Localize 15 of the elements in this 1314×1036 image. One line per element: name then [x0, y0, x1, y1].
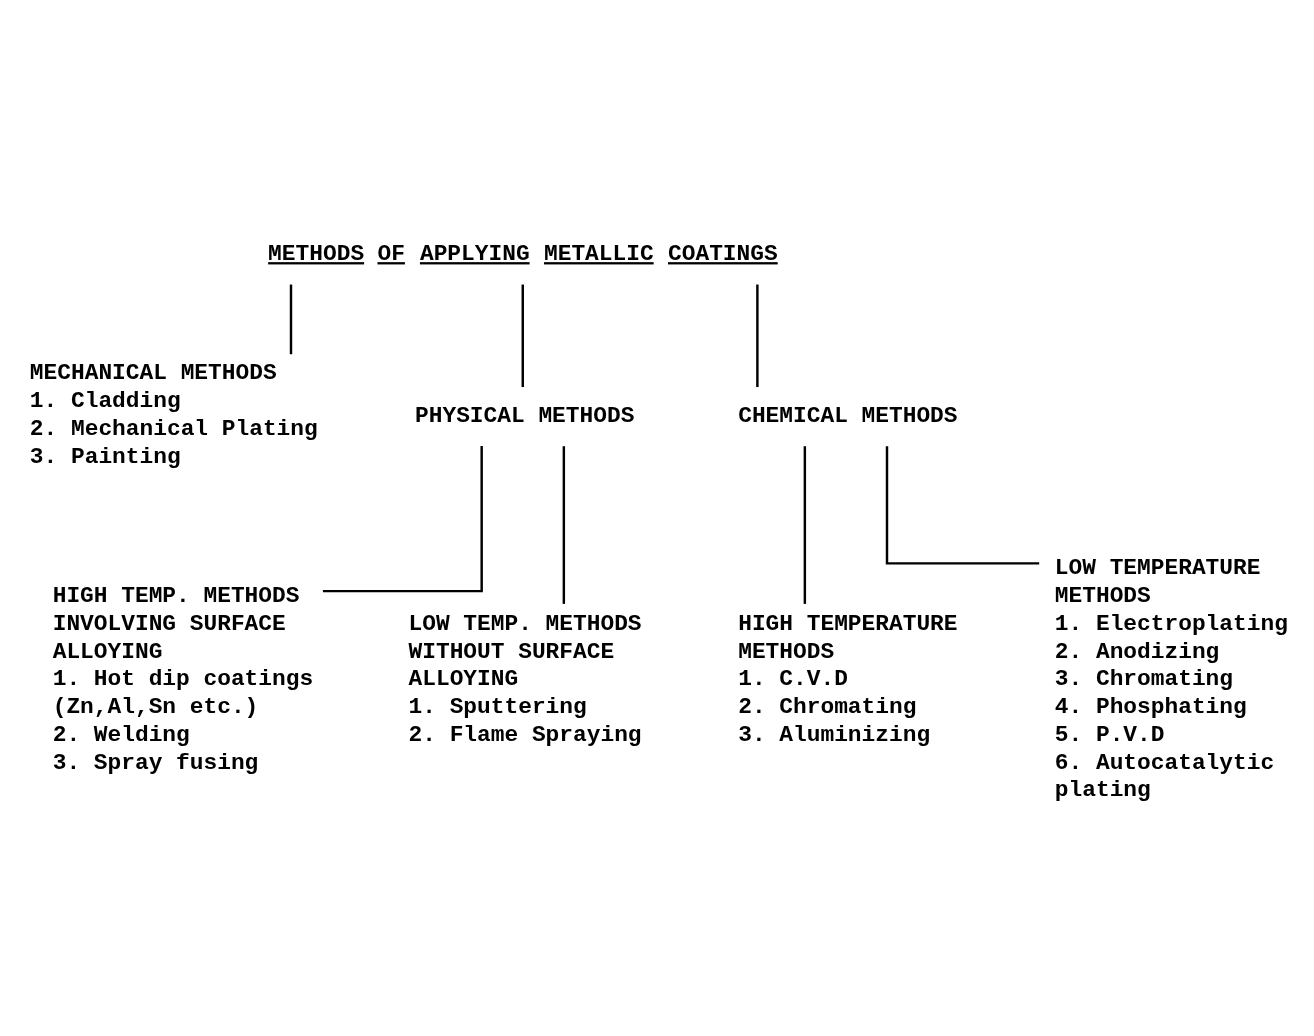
node-text: MECHANICAL METHODS 1. Cladding 2. Mechanical Plating 3. Painting — [29, 359, 318, 470]
node-text: HIGH TEMP. METHODS INVOLVING SURFACE ALLOYING 1. Hot dip coatings (Zn,Al,Sn etc.) 2. Welding 3. Spray fusing — [52, 582, 314, 776]
connector — [521, 284, 524, 387]
node-text: HIGH TEMPERATURE METHODS 1. C.V.D 2. Chromating 3. Aluminizing — [738, 610, 958, 748]
node-text: CHEMICAL METHODS — [738, 402, 958, 429]
connector — [289, 284, 293, 354]
node-text: LOW TEMPERATURE METHODS 1. Electroplating 2. Anodizing 3. Chromating 4. Phosphating 5. P.V.D 6. Autocatalytic plating — [1054, 554, 1288, 803]
connector — [756, 284, 759, 387]
connector — [562, 445, 566, 604]
connector — [885, 445, 1040, 565]
node-text: PHYSICAL METHODS — [415, 402, 635, 429]
connector — [322, 445, 483, 592]
node-text: LOW TEMP. METHODS WITHOUT SURFACE ALLOYING 1. Sputtering 2. Flame Spraying — [408, 610, 642, 748]
node-text: METHODS OF APPLYING METALLIC COATINGS — [268, 240, 778, 267]
connector — [803, 445, 807, 604]
